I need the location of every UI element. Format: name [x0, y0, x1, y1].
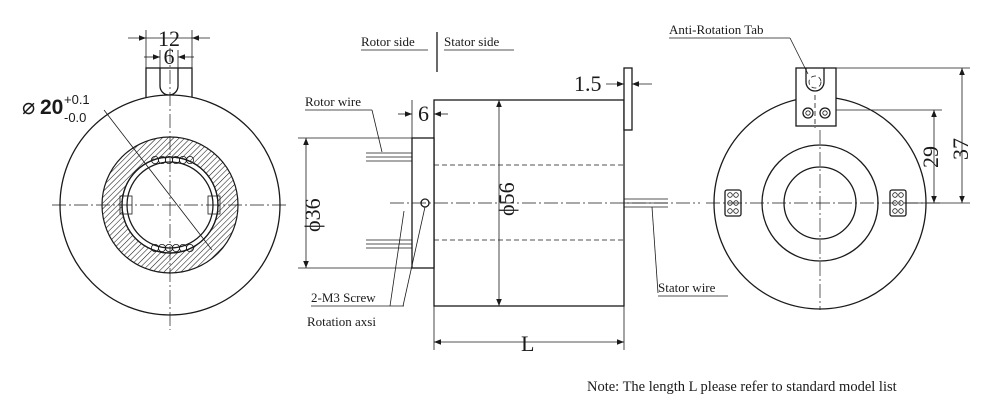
bore-tol-upper: +0.1	[64, 92, 90, 107]
front-contacts-top	[150, 155, 194, 164]
front-view: 12 6 ⌀ 20 +0.1 -0.0	[22, 26, 288, 330]
side-view: Rotor side Stator side	[298, 32, 728, 356]
dim-29: 29	[918, 146, 943, 168]
stator-side-label: Stator side	[444, 34, 499, 49]
stator-wire-label: Stator wire	[658, 280, 716, 295]
dim-tab-inner: 6	[164, 44, 175, 69]
rotor-wires	[366, 152, 412, 249]
dim-length: L	[521, 331, 534, 356]
front-contacts-bottom	[150, 243, 194, 252]
rotation-axis-label: Rotation axsi	[307, 314, 376, 329]
dim-tab-outer: 12	[158, 26, 180, 51]
bore-value: 20	[40, 96, 63, 119]
note-text: Note: The length L please refer to stand…	[587, 379, 897, 395]
dim-37: 37	[948, 138, 973, 160]
dim-body-dia: ϕ56	[494, 182, 519, 216]
rotor-wire-label: Rotor wire	[305, 94, 361, 109]
bore-tol-lower: -0.0	[64, 110, 86, 125]
anti-rotation-tab-label: Anti-Rotation Tab	[669, 22, 764, 37]
rotor-side-label: Rotor side	[361, 34, 415, 49]
rear-view: Anti-Rotation Tab 29 37	[669, 22, 973, 310]
stator-wires	[624, 198, 668, 208]
dim-flange-thickness: 6	[418, 101, 429, 126]
bore-symbol: ⌀	[22, 94, 35, 119]
dim-flange-dia: ϕ36	[300, 198, 325, 232]
dim-tab-thickness: 1.5	[574, 71, 602, 96]
side-tab	[623, 67, 633, 131]
anti-rotation-tab-shape	[795, 67, 837, 128]
screw-label: 2-M3 Screw	[311, 290, 376, 305]
